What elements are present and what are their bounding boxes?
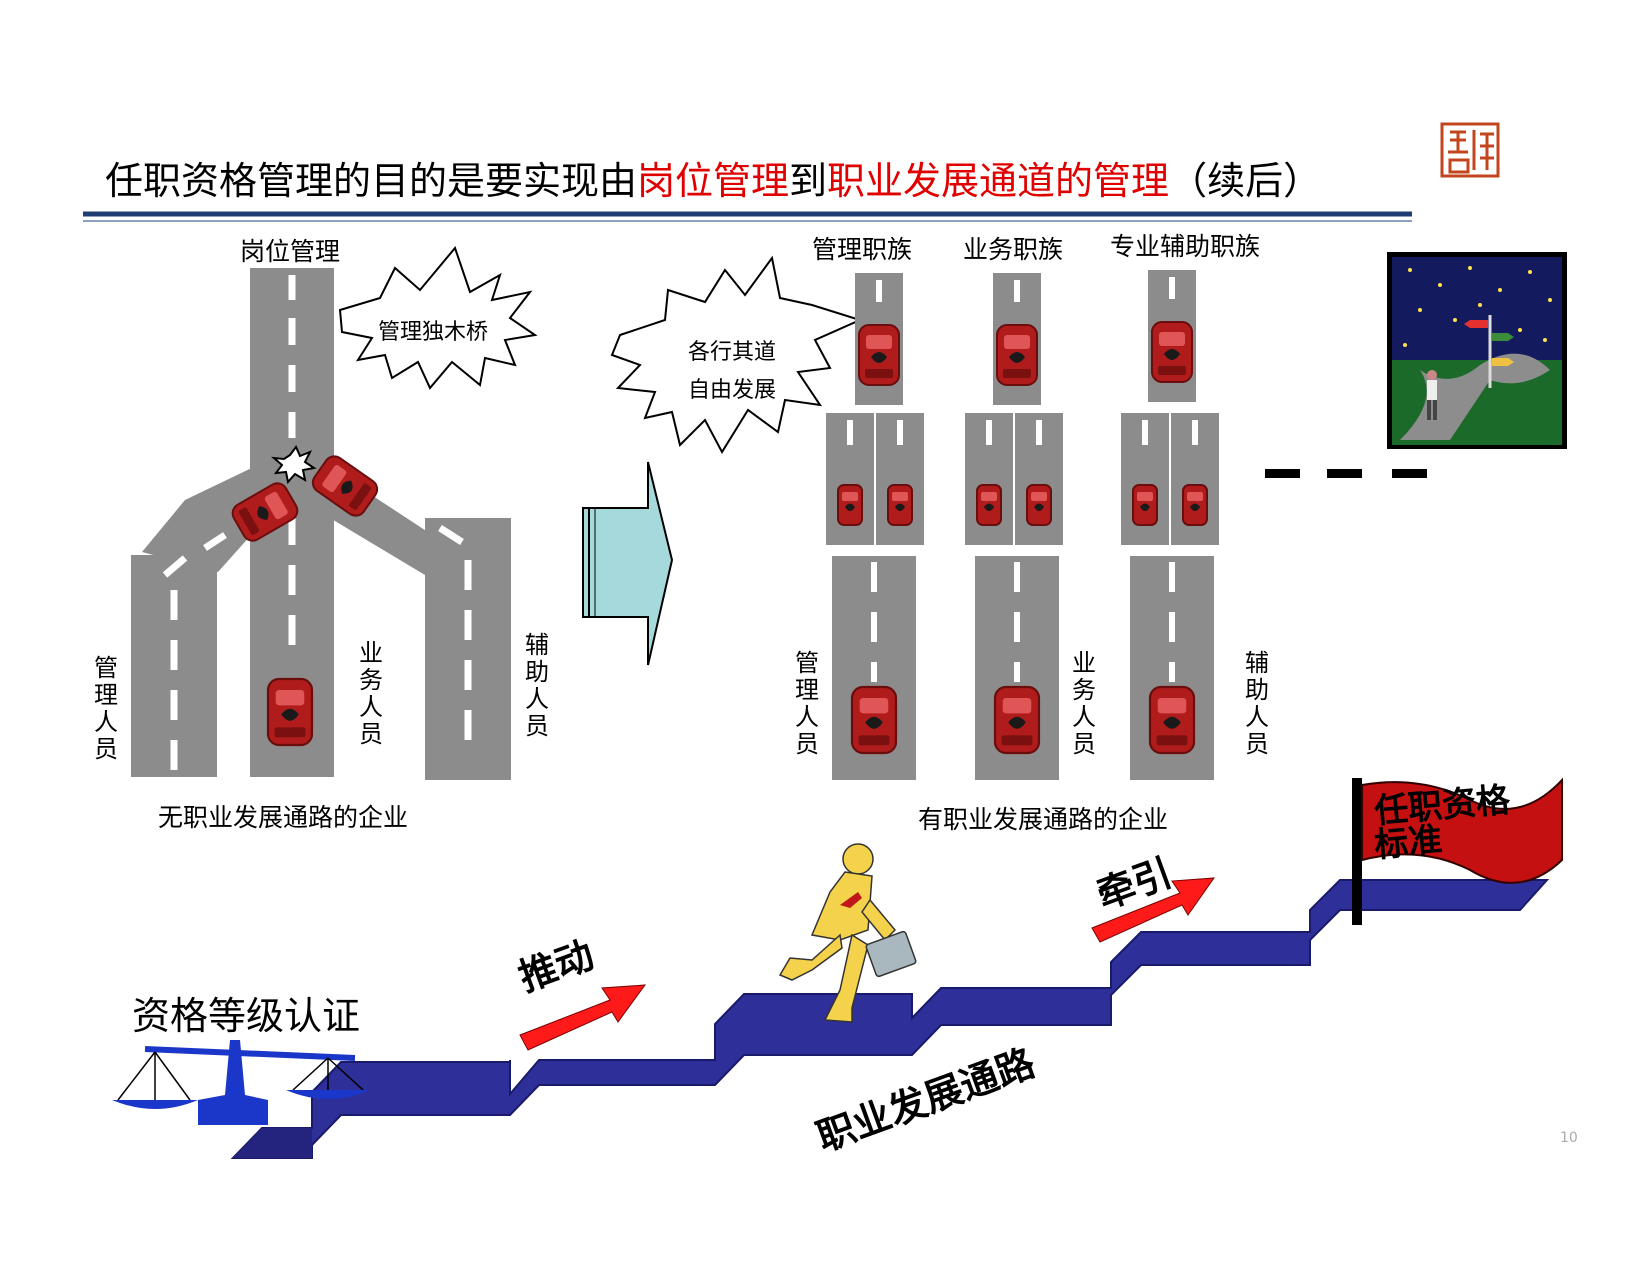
car-icon [837, 484, 863, 526]
left-lane-label-business: 业务人员 [359, 639, 383, 748]
left-roads [131, 268, 511, 780]
right-lane-label-support: 辅助人员 [1245, 649, 1269, 758]
burst-icon-right [610, 255, 863, 455]
continuation-dashes [1265, 469, 1427, 478]
burst-icon-left [338, 245, 538, 390]
right-burst-label-1: 各行其道 [688, 340, 777, 365]
column-label-business: 业务职族 [963, 235, 1064, 264]
certification-label: 资格等级认证 [132, 994, 361, 1038]
right-lane-label-management: 管理人员 [795, 649, 819, 758]
car-icon [1026, 484, 1052, 526]
left-lane-label-management: 管理人员 [94, 654, 118, 763]
car-icon [1151, 321, 1193, 383]
arrow-icon [582, 461, 674, 666]
column-label-support: 专业辅助职族 [1110, 232, 1261, 261]
crash-icon [270, 445, 317, 485]
car-icon [996, 324, 1038, 386]
car-icon [850, 685, 898, 755]
road-right [425, 518, 511, 780]
staircase [230, 879, 1550, 1159]
flag-icon [1352, 777, 1563, 925]
left-top-label: 岗位管理 [240, 237, 341, 266]
car-icon [266, 677, 314, 747]
night-crossroads-icon [1387, 252, 1567, 449]
car-icon [1182, 484, 1208, 526]
right-lane-label-business: 业务人员 [1072, 649, 1096, 758]
left-burst-label: 管理独木桥 [378, 320, 489, 345]
page-number: 10 [1560, 1130, 1578, 1146]
runner-icon [778, 843, 917, 1023]
scale-icon [112, 1040, 370, 1125]
right-caption: 有职业发展通路的企业 [918, 805, 1169, 834]
car-icon [993, 685, 1041, 755]
left-lane-label-support: 辅助人员 [525, 631, 549, 740]
right-burst-label-2: 自由发展 [688, 378, 777, 403]
left-caption: 无职业发展通路的企业 [158, 803, 409, 832]
pull-arrow-icon [1091, 877, 1216, 943]
column-label-management: 管理职族 [812, 235, 913, 264]
seal-icon [1440, 122, 1500, 178]
push-arrow-icon [519, 984, 647, 1051]
flag-label-line2: 标准 [1372, 820, 1444, 866]
car-icon [1148, 685, 1196, 755]
car-icon [858, 324, 900, 386]
car-icon [976, 484, 1002, 526]
car-icon [1132, 484, 1158, 526]
page-title: 任职资格管理的目的是要实现由岗位管理到职业发展通道的管理（续后） [105, 159, 1322, 203]
right-roads [826, 270, 1219, 780]
car-icon [887, 484, 913, 526]
